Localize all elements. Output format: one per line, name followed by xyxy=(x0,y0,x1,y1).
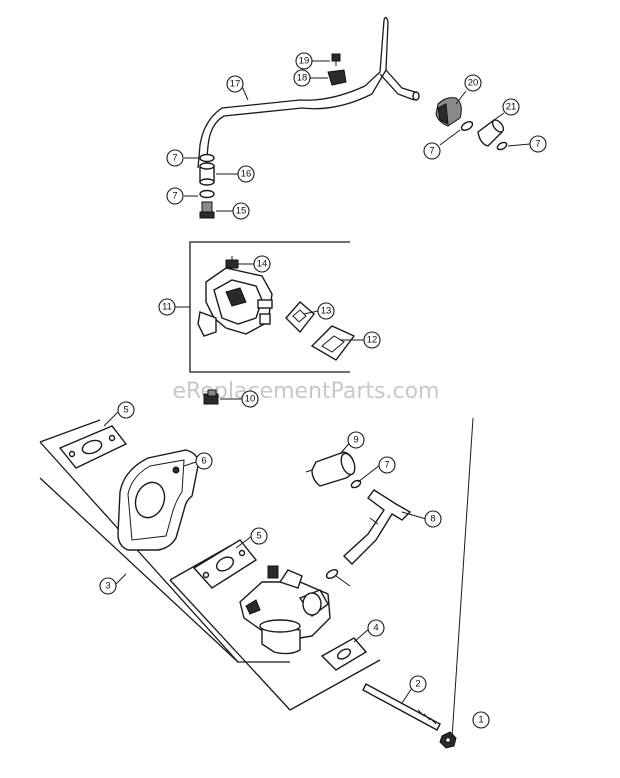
callout-3: 3 xyxy=(99,577,117,595)
nut-1 xyxy=(439,731,457,749)
callout-4: 4 xyxy=(367,619,385,637)
fuel-line-part xyxy=(197,16,420,169)
callout-11: 11 xyxy=(158,298,176,316)
filter-21 xyxy=(477,119,505,147)
svg-text:8: 8 xyxy=(430,514,435,525)
hose-16 xyxy=(199,162,215,186)
svg-text:17: 17 xyxy=(230,79,241,90)
callout-16: 16 xyxy=(237,165,255,183)
callout-9: 9 xyxy=(347,431,365,449)
svg-text:18: 18 xyxy=(297,73,308,84)
svg-text:15: 15 xyxy=(236,206,247,217)
svg-text:1: 1 xyxy=(478,715,483,726)
svg-text:4: 4 xyxy=(373,623,378,634)
callout-13: 13 xyxy=(317,302,335,320)
fitting-19 xyxy=(331,53,341,66)
clamp-7-d xyxy=(199,189,215,199)
svg-text:20: 20 xyxy=(468,78,479,89)
callout-5-lower: 5 xyxy=(250,527,268,545)
clamp-7-b xyxy=(496,141,508,151)
elbow-10 xyxy=(203,389,219,405)
callout-12: 12 xyxy=(363,331,381,349)
callout-15: 15 xyxy=(232,202,250,220)
svg-text:7: 7 xyxy=(172,153,177,164)
svg-text:12: 12 xyxy=(367,335,378,346)
clamp-7-f xyxy=(325,569,339,579)
clamp-7-c xyxy=(199,153,215,163)
svg-text:7: 7 xyxy=(535,139,540,150)
svg-text:11: 11 xyxy=(162,302,172,313)
callout-7-e: 7 xyxy=(378,456,396,474)
svg-text:7: 7 xyxy=(384,460,389,471)
hose-8 xyxy=(342,489,412,565)
callout-5-upper: 5 xyxy=(117,401,135,419)
callout-7-a: 7 xyxy=(166,149,184,167)
callout-7-c: 7 xyxy=(423,142,441,160)
svg-text:5: 5 xyxy=(123,405,128,416)
callout-14: 14 xyxy=(253,255,271,273)
clip-18 xyxy=(327,69,347,86)
svg-text:10: 10 xyxy=(245,394,256,405)
callout-19: 19 xyxy=(295,52,313,70)
callout-2: 2 xyxy=(409,675,427,693)
filter-9 xyxy=(305,451,356,487)
callout-1: 1 xyxy=(472,711,490,729)
callout-6: 6 xyxy=(195,452,213,470)
callout-8: 8 xyxy=(424,510,442,528)
svg-text:7: 7 xyxy=(429,146,434,157)
svg-text:2: 2 xyxy=(415,679,420,690)
svg-text:3: 3 xyxy=(105,581,110,592)
fitting-15 xyxy=(199,201,215,219)
svg-text:9: 9 xyxy=(353,435,358,446)
bracket-20 xyxy=(435,97,462,127)
fuel-pump-group xyxy=(178,241,356,373)
svg-text:14: 14 xyxy=(257,259,268,270)
svg-text:13: 13 xyxy=(321,306,332,317)
callout-17: 17 xyxy=(226,75,244,93)
callout-20: 20 xyxy=(464,74,482,92)
callout-21: 21 xyxy=(502,98,520,116)
callout-10: 10 xyxy=(241,390,259,408)
callout-7-b: 7 xyxy=(166,187,184,205)
svg-text:5: 5 xyxy=(256,531,261,542)
svg-text:16: 16 xyxy=(241,169,252,180)
clamp-7-a xyxy=(460,121,474,131)
svg-text:6: 6 xyxy=(201,456,206,467)
svg-text:21: 21 xyxy=(506,102,517,113)
callout-7-d: 7 xyxy=(529,135,547,153)
stud-2 xyxy=(362,683,441,731)
svg-text:19: 19 xyxy=(299,56,310,67)
carburetor-group xyxy=(39,419,381,711)
svg-text:7: 7 xyxy=(172,191,177,202)
callout-18: 18 xyxy=(293,69,311,87)
